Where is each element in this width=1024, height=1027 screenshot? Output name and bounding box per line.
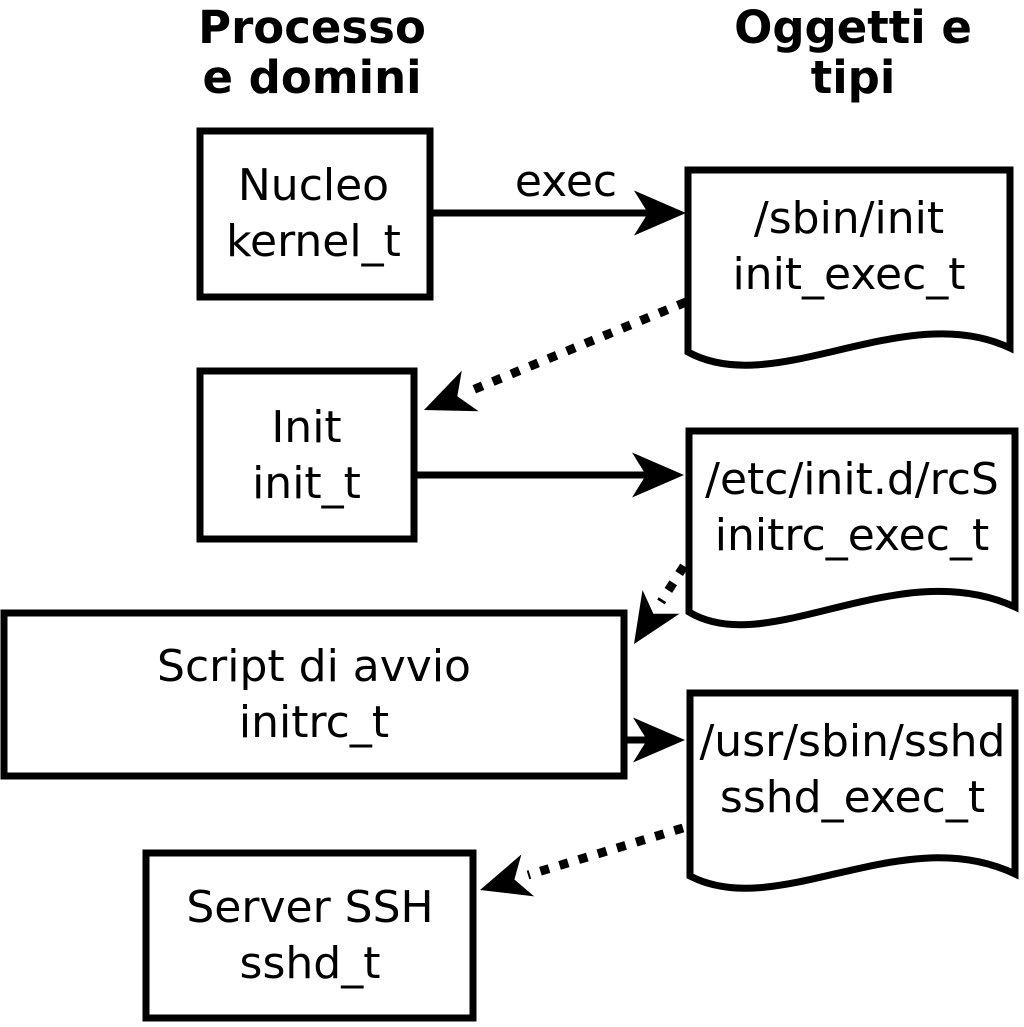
process-box-init [196, 367, 418, 543]
dotted-arrow-init-exec-to-init [424, 297, 688, 412]
process-kernel-type: kernel_t [226, 215, 401, 267]
edge-label-exec-text: exec [514, 155, 618, 207]
object-init-exec-path: /sbin/init [753, 193, 945, 244]
process-initrc-type: initrc_t [238, 697, 390, 748]
dotted-arrow-initrc-exec-to-initrc [634, 563, 688, 644]
object-initrc-exec-path: /etc/init.d/rcS [705, 454, 999, 505]
object-initrc-exec-type: initrc_exec_t [714, 510, 990, 561]
object-doc-sshd-exec [686, 689, 1019, 892]
object-sshd-exec-type: sshd_exec_t [719, 772, 986, 823]
process-sshd-name: Server SSH [186, 882, 434, 933]
column-header-objects-line2: tipi [810, 51, 896, 104]
object-label-initrc-exec: /etc/init.d/rcS initrc_exec_t [686, 428, 1018, 588]
object-doc-initrc-exec [685, 427, 1019, 629]
arrow-initrc-to-sshd-exec [627, 717, 685, 763]
column-header-objects: Oggetti e tipi [633, 3, 1024, 103]
process-label-initrc: Script di avvio initrc_t [4, 610, 624, 780]
object-label-sshd-exec: /usr/sbin/sshd sshd_exec_t [687, 690, 1018, 850]
object-init-exec-type: init_exec_t [732, 249, 966, 300]
process-sshd-type: sshd_t [239, 938, 381, 989]
object-label-init-exec: /sbin/init init_exec_t [685, 167, 1013, 327]
object-doc-init-exec [684, 166, 1014, 369]
column-header-processes: Processo e domini [92, 3, 532, 103]
arrow-kernel-to-init-exec [430, 190, 686, 236]
process-label-init: Init init_t [196, 368, 417, 543]
arrow-init-to-initrc-exec [417, 452, 684, 498]
process-kernel-name: Nucleo [237, 159, 390, 211]
process-box-initrc [0, 609, 628, 780]
column-header-objects-line1: Oggetti e [734, 1, 972, 54]
process-init-name: Init [271, 401, 342, 453]
process-init-type: init_t [252, 457, 361, 509]
dotted-arrow-sshd-exec-to-sshd [480, 823, 685, 897]
process-label-kernel: Nucleo kernel_t [197, 127, 430, 300]
process-box-kernel [196, 127, 434, 301]
process-label-sshd: Server SSH sshd_t [143, 850, 477, 1022]
object-sshd-exec-path: /usr/sbin/sshd [699, 716, 1006, 767]
column-header-processes-line1: Processo [198, 1, 426, 54]
edge-label-exec: exec [500, 155, 632, 207]
column-header-processes-line2: e domini [202, 51, 422, 104]
process-box-sshd [142, 849, 477, 1022]
process-initrc-name: Script di avvio [157, 641, 471, 692]
